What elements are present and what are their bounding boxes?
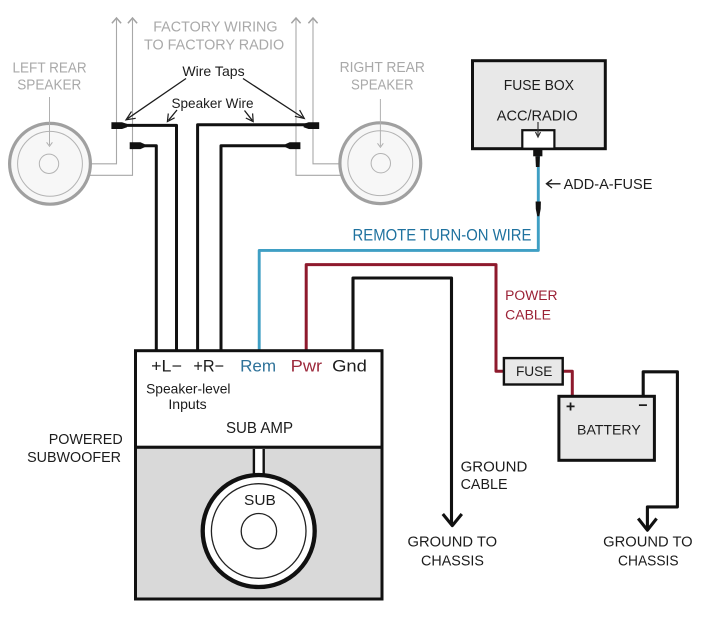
svg-text:ACC/RADIO: ACC/RADIO — [497, 108, 578, 125]
svg-text:Speaker-level: Speaker-level — [146, 380, 230, 396]
svg-text:Wire Taps: Wire Taps — [182, 63, 244, 79]
svg-text:TO FACTORY RADIO: TO FACTORY RADIO — [144, 37, 284, 53]
svg-text:FUSE BOX: FUSE BOX — [504, 77, 574, 94]
svg-text:GROUND TO: GROUND TO — [603, 535, 693, 551]
svg-text:BATTERY: BATTERY — [577, 422, 641, 438]
svg-text:GROUND: GROUND — [461, 459, 528, 475]
svg-text:CHASSIS: CHASSIS — [618, 554, 679, 570]
svg-text:POWER: POWER — [505, 288, 558, 303]
svg-text:Rem: Rem — [240, 358, 276, 376]
svg-text:Inputs: Inputs — [168, 396, 206, 412]
svg-text:SUBWOOFER: SUBWOOFER — [27, 449, 121, 466]
svg-text:RIGHT REAR: RIGHT REAR — [340, 60, 425, 76]
svg-text:GROUND TO: GROUND TO — [408, 535, 498, 551]
svg-text:ADD-A-FUSE: ADD-A-FUSE — [564, 176, 653, 193]
svg-text:SUB: SUB — [244, 492, 276, 509]
svg-text:+L−: +L− — [151, 358, 182, 376]
svg-text:CABLE: CABLE — [505, 308, 551, 323]
svg-text:CHASSIS: CHASSIS — [421, 554, 484, 570]
svg-text:−: − — [638, 398, 647, 415]
svg-text:SPEAKER: SPEAKER — [17, 77, 81, 93]
svg-text:SPEAKER: SPEAKER — [351, 77, 414, 93]
svg-text:REMOTE TURN-ON WIRE: REMOTE TURN-ON WIRE — [353, 227, 532, 245]
svg-text:POWERED: POWERED — [49, 431, 123, 448]
svg-text:FUSE: FUSE — [516, 363, 553, 379]
svg-text:+R−: +R− — [193, 358, 224, 376]
svg-text:CABLE: CABLE — [461, 477, 508, 493]
svg-text:LEFT REAR: LEFT REAR — [13, 61, 87, 77]
svg-text:Pwr: Pwr — [291, 358, 323, 376]
svg-text:FACTORY WIRING: FACTORY WIRING — [153, 20, 277, 36]
svg-text:Gnd: Gnd — [332, 358, 367, 376]
svg-text:Speaker Wire: Speaker Wire — [172, 95, 254, 111]
svg-text:SUB AMP: SUB AMP — [226, 420, 293, 437]
svg-text:+: + — [566, 399, 575, 416]
